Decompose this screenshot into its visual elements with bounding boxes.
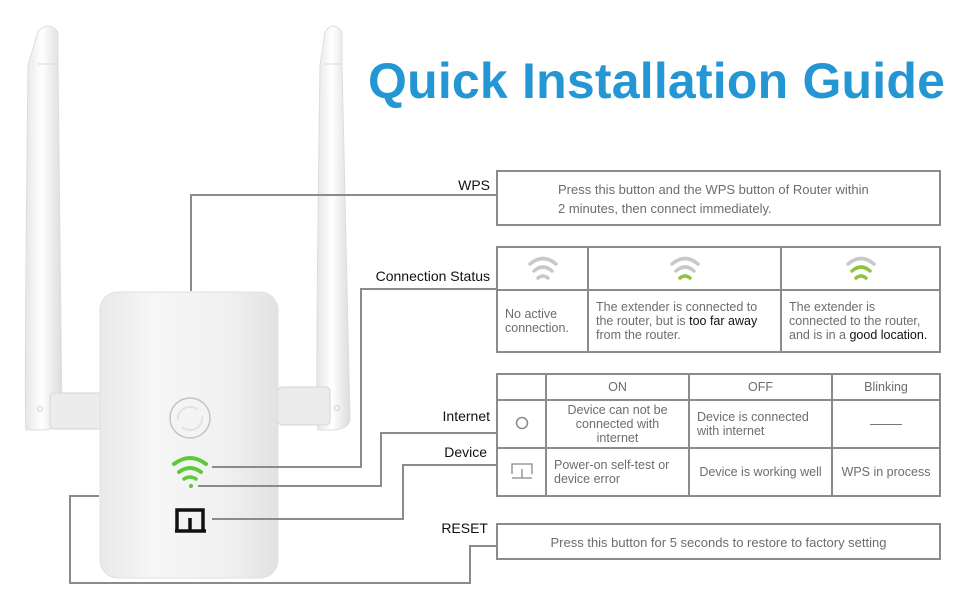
status-text-good-prefix: The extender is connected to the router,…	[789, 300, 921, 342]
reset-description: Press this button for 5 seconds to resto…	[550, 535, 887, 550]
wps-label: WPS	[458, 177, 490, 193]
device-icon	[510, 462, 533, 479]
wps-button[interactable]	[169, 397, 211, 439]
device-leader-line	[212, 464, 497, 520]
connection-status-label: Connection Status	[375, 268, 490, 284]
device-led-icon	[175, 508, 206, 533]
internet-label: Internet	[442, 408, 490, 424]
status-icon-cell	[587, 246, 782, 291]
status-icon-cell	[780, 246, 941, 291]
internet-on-text: Device can not be connected with interne…	[545, 399, 690, 449]
status-icon-cell	[496, 246, 589, 291]
device-on-text: Power-on self-test or device error	[545, 447, 690, 497]
status-text-weak-highlight: too far away	[689, 314, 758, 328]
device-blinking-text: WPS in process	[831, 447, 941, 497]
device-icon-cell	[496, 447, 547, 497]
antenna-right	[277, 25, 351, 431]
status-text-good: The extender is connected to the router,…	[780, 289, 941, 353]
status-text-weak: The extender is connected to the router,…	[587, 289, 782, 353]
wps-description-box: Press this button and the WPS button of …	[496, 170, 941, 226]
reset-description-box: Press this button for 5 seconds to resto…	[496, 523, 941, 560]
wps-description-line1: Press this button and the WPS button of …	[558, 182, 869, 197]
connection-status-table: No active connection. The extender is co…	[496, 246, 941, 353]
device-off-text: Device is working well	[688, 447, 833, 497]
page-title: Quick Installation Guide	[368, 53, 946, 109]
internet-blinking-text	[831, 399, 941, 449]
circle-icon	[515, 416, 528, 429]
led-status-table: ON OFF Blinking Device can not be connec…	[496, 373, 941, 497]
dash-placeholder	[870, 424, 902, 426]
wifi-signal-none-icon	[527, 256, 558, 280]
header-blinking: Blinking	[831, 373, 941, 401]
header-on: ON	[545, 373, 690, 401]
wifi-signal-weak-icon	[669, 256, 700, 280]
antenna-left	[24, 25, 103, 431]
wps-description-line2: 2 minutes, then connect immediately.	[558, 201, 772, 216]
internet-icon-cell	[496, 399, 547, 449]
wps-leader-line	[190, 194, 497, 291]
reset-label: RESET	[441, 520, 488, 536]
status-text-good-highlight: good location.	[849, 328, 928, 342]
status-text-weak-prefix: The extender is connected to the router,…	[596, 300, 758, 328]
header-empty	[496, 373, 547, 401]
internet-leader-line	[198, 432, 497, 487]
header-off: OFF	[688, 373, 833, 401]
device-label: Device	[444, 444, 487, 460]
internet-off-text: Device is connected with internet	[688, 399, 833, 449]
reset-leader-line	[69, 495, 497, 584]
leader-lines	[69, 194, 497, 584]
wifi-led-icon	[172, 456, 208, 489]
status-text-none: No active connection.	[496, 289, 589, 353]
status-text-weak-suffix: from the router.	[596, 328, 681, 342]
connection-status-leader-line	[212, 288, 497, 468]
wifi-signal-good-icon	[845, 256, 876, 280]
